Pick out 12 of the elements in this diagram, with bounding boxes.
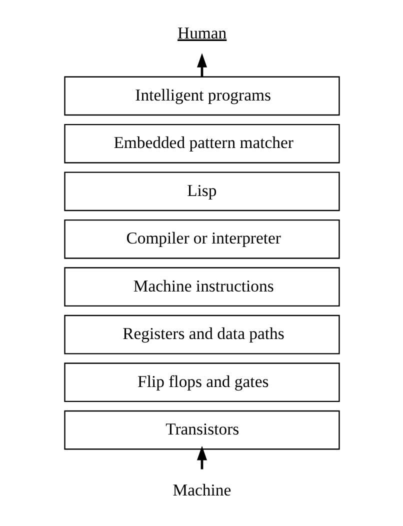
node-box: Registers and data paths [64, 314, 340, 354]
node-box: Lisp [64, 172, 340, 212]
node-box: Intelligent programs [64, 76, 340, 116]
node-box: Machine instructions [64, 267, 340, 307]
arrow [196, 53, 207, 77]
node-box: Compiler or interpreter [64, 219, 340, 259]
node-text: Human [177, 23, 226, 42]
arrow [196, 446, 207, 470]
node-box: Flip flops and gates [64, 362, 340, 402]
node-box: Embedded pattern matcher [64, 124, 340, 164]
node-box: Transistors [64, 410, 340, 450]
node-text: Machine [172, 480, 231, 500]
